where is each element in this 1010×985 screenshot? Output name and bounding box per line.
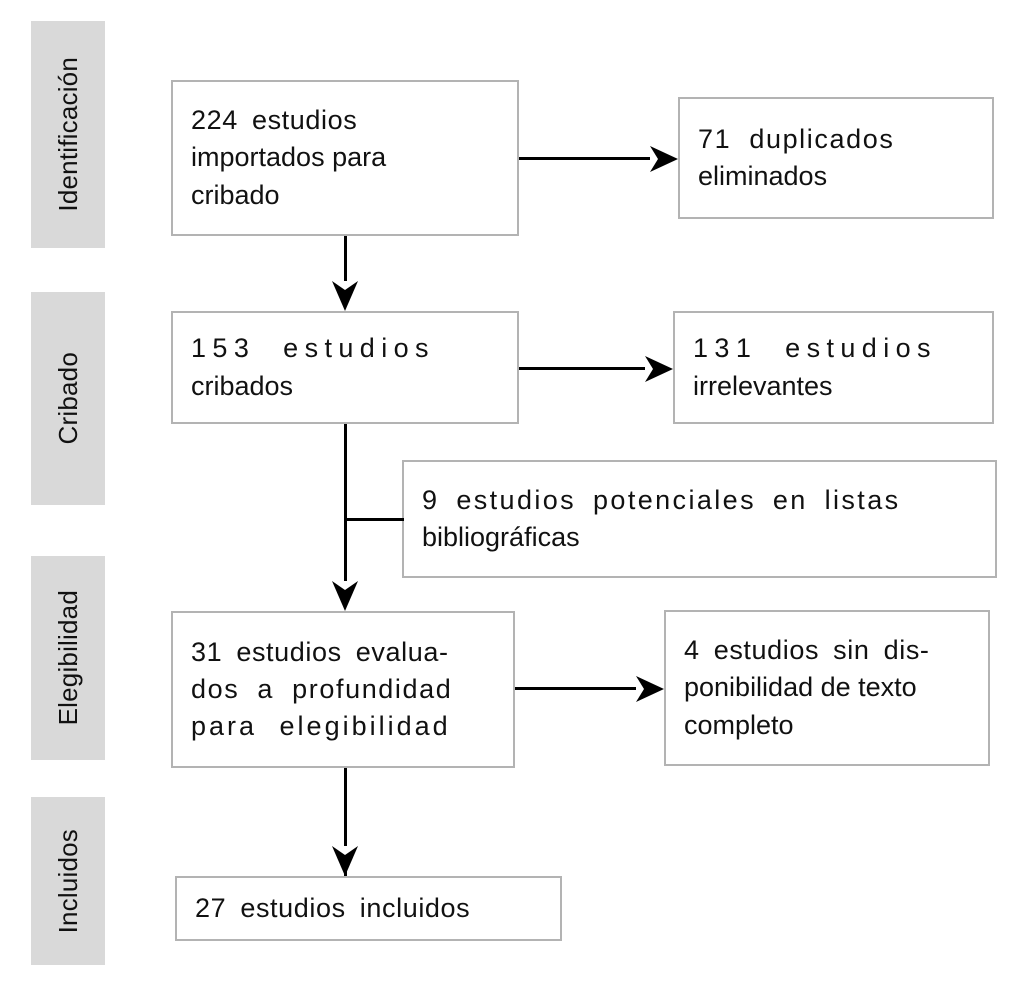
- stage-bar-cribado: Cribado: [31, 292, 105, 505]
- connector-imported-to-duplicates: [519, 157, 653, 160]
- node-assessed-studies: 31 estudios evalua- dos a profundidad pa…: [171, 611, 515, 768]
- arrowhead-notch-screened-to-assessed: [332, 581, 358, 590]
- node-no-fulltext-line-3: completo: [684, 709, 794, 740]
- node-included-studies: 27 estudios incluidos: [175, 876, 562, 941]
- node-imported-studies: 224 estudios importados para cribado: [171, 80, 519, 236]
- arrowhead-notch-imported-to-screened: [332, 281, 358, 290]
- connector-assessed-to-included: [344, 768, 347, 876]
- stage-label-incluidos: Incluidos: [53, 828, 83, 934]
- node-duplicates-line-2: eliminados: [698, 161, 828, 191]
- stage-label-elegibilidad: Elegibilidad: [53, 590, 83, 726]
- connector-reference-lists-join: [344, 518, 404, 521]
- connector-assessed-to-no-fulltext: [515, 687, 639, 690]
- node-irrelevant-studies: 131 estudios irrelevantes: [673, 311, 994, 424]
- node-reference-lists-line-2: bibliográficas: [422, 522, 580, 552]
- stage-bar-incluidos: Incluidos: [31, 797, 105, 965]
- node-no-fulltext-line-2: ponibilidad de texto: [684, 672, 917, 703]
- arrowhead-notch-assessed-to-included: [332, 846, 358, 855]
- node-screened-line-2: cribados: [191, 370, 294, 401]
- arrowhead-notch-assessed-to-no-fulltext: [636, 676, 644, 702]
- arrowhead-notch-screened-to-irrelevant: [645, 356, 653, 382]
- node-imported-line-1: 224 estudios: [191, 105, 358, 136]
- node-assessed-line-3: para elegibilidad: [191, 711, 451, 742]
- node-imported-line-2: importados para: [191, 142, 387, 173]
- node-irrelevant-line-1: 131 estudios: [693, 333, 937, 364]
- node-reference-lists-line-1: 9 estudios potenciales en listas: [422, 484, 901, 515]
- node-screened-studies: 153 estudios cribados: [171, 311, 519, 424]
- node-no-fulltext-studies: 4 estudios sin dis- ponibilidad de texto…: [664, 610, 990, 766]
- node-irrelevant-line-2: irrelevantes: [693, 370, 833, 401]
- node-duplicates-line-1: 71 duplicados: [698, 123, 895, 154]
- stage-bar-identificacion: Identificación: [31, 21, 105, 248]
- arrowhead-notch-imported-to-duplicates: [650, 146, 658, 172]
- node-assessed-line-2: dos a profundidad: [191, 673, 453, 704]
- connector-screened-to-assessed: [344, 424, 347, 588]
- stage-bar-elegibilidad: Elegibilidad: [31, 556, 105, 760]
- connector-screened-to-irrelevant: [519, 367, 648, 370]
- node-imported-line-3: cribado: [191, 179, 280, 210]
- connector-imported-to-screened: [344, 236, 347, 288]
- node-from-reference-lists: 9 estudios potenciales en listas bibliog…: [402, 460, 997, 578]
- node-no-fulltext-line-1: 4 estudios sin dis-: [684, 635, 930, 666]
- node-screened-line-1: 153 estudios: [191, 333, 435, 364]
- node-duplicates-removed: 71 duplicados eliminados: [678, 97, 994, 219]
- node-included-line-1: 27 estudios incluidos: [195, 892, 471, 923]
- stage-label-cribado: Cribado: [53, 352, 83, 445]
- stage-label-identificacion: Identificación: [53, 57, 83, 212]
- node-assessed-line-1: 31 estudios evalua-: [191, 636, 449, 667]
